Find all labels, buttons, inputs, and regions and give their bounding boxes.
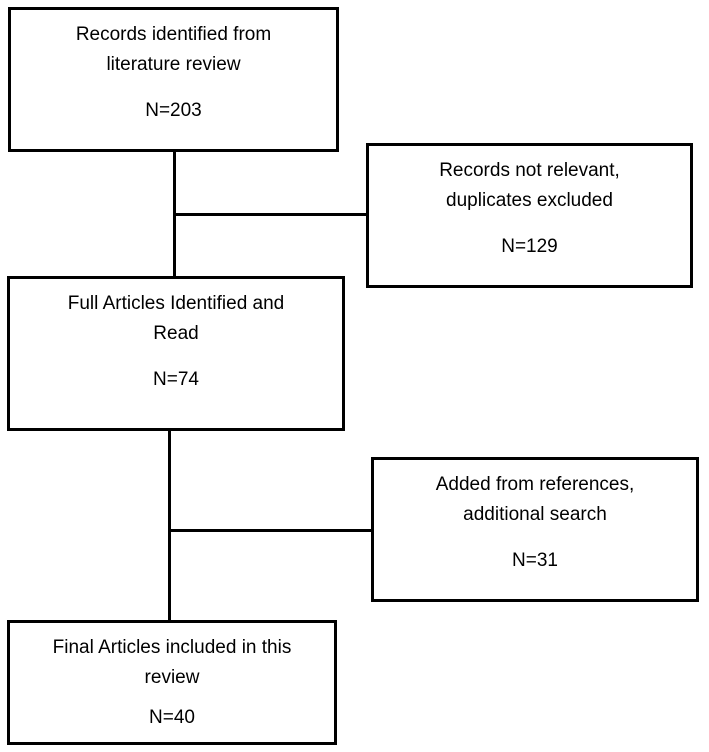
box-records-identified: Records identified from literature revie… — [8, 7, 339, 152]
box-records-excluded: Records not relevant, duplicates exclude… — [366, 143, 693, 288]
box-records-identified-count: N=203 — [145, 100, 202, 121]
box-final-articles: Final Articles included in this review N… — [7, 620, 337, 745]
box-added-references: Added from references, additional search… — [371, 457, 699, 602]
box-full-articles: Full Articles Identified and Read N=74 — [7, 276, 345, 431]
connector-branch-added — [168, 529, 373, 532]
connector-branch-excluded — [173, 213, 368, 216]
box-full-articles-line2: Read — [153, 323, 199, 344]
box-records-excluded-line2: duplicates excluded — [446, 190, 613, 211]
box-final-articles-count: N=40 — [149, 707, 195, 728]
box-records-excluded-line1: Records not relevant, — [439, 160, 620, 181]
connector-full-to-final — [168, 431, 171, 620]
box-records-excluded-count: N=129 — [501, 236, 558, 257]
box-added-references-line2: additional search — [463, 504, 607, 525]
box-records-identified-line2: literature review — [106, 54, 241, 75]
box-final-articles-line1: Final Articles included in this — [52, 637, 292, 658]
box-final-articles-line2: review — [144, 667, 200, 688]
box-full-articles-line1: Full Articles Identified and — [67, 293, 285, 314]
box-records-identified-line1: Records identified from — [75, 24, 272, 45]
box-added-references-count: N=31 — [512, 550, 558, 571]
box-added-references-line1: Added from references, — [435, 474, 635, 495]
box-full-articles-count: N=74 — [153, 369, 199, 390]
